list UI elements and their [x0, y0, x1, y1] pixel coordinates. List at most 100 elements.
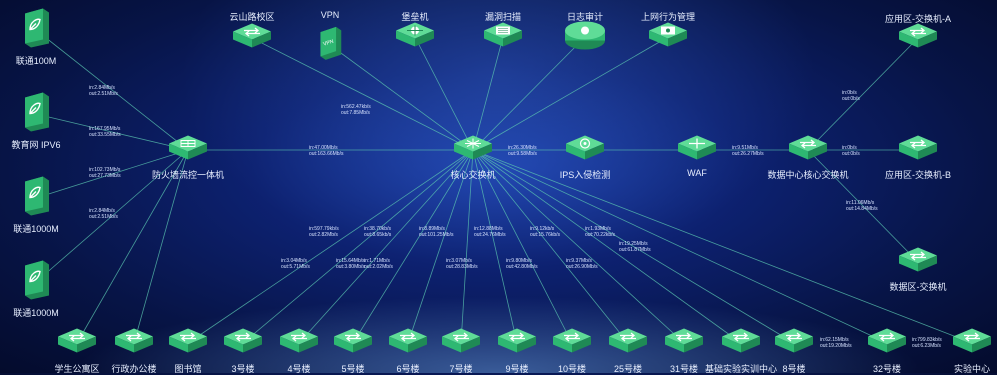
- isp-label: 联通100M: [15, 56, 57, 66]
- network-node[interactable]: [388, 328, 428, 359]
- network-node[interactable]: [483, 22, 523, 53]
- traffic-in: in:1.93Mb/s: [585, 226, 611, 232]
- switch-icon: [389, 328, 427, 353]
- link-line: [35, 149, 189, 283]
- top-node-label: 堡垒机: [401, 12, 429, 22]
- switch-icon: [899, 135, 937, 160]
- link-line: [472, 149, 573, 344]
- link-line: [329, 44, 474, 151]
- leaf-icon: [25, 260, 49, 300]
- network-node[interactable]: [232, 23, 272, 54]
- traffic-out: out:2.82Mb/s: [309, 232, 338, 238]
- building-label: 行政办公楼: [111, 364, 157, 374]
- network-node[interactable]: [168, 328, 208, 359]
- svg-text:VPN: VPN: [322, 39, 334, 48]
- building-label: 32号楼: [872, 364, 902, 374]
- network-node[interactable]: [563, 19, 607, 56]
- network-node[interactable]: [721, 328, 761, 359]
- scanner-icon: [484, 22, 522, 47]
- network-node[interactable]: [21, 176, 51, 221]
- network-node[interactable]: [648, 22, 688, 53]
- network-node[interactable]: [279, 328, 319, 359]
- network-node[interactable]: [223, 328, 263, 359]
- switch-icon: [498, 328, 536, 353]
- link-line: [472, 149, 888, 344]
- link-line: [407, 149, 474, 344]
- traffic-out: out:61.87Mb/s: [619, 247, 651, 253]
- network-node[interactable]: [21, 92, 51, 137]
- network-node[interactable]: [497, 328, 537, 359]
- traffic-in: in:12.88Mb/s: [474, 226, 503, 232]
- network-node[interactable]: [565, 135, 605, 166]
- link-line: [472, 36, 669, 151]
- traffic-in: in:9.80Mb/s: [506, 258, 532, 264]
- building-label: 4号楼: [287, 364, 311, 374]
- link-line: [35, 149, 189, 199]
- dc-core-label: 数据中心核心交换机: [767, 170, 849, 180]
- network-node[interactable]: [677, 135, 717, 166]
- traffic-out: out:19.20Mb/s: [820, 343, 852, 349]
- traffic-in: in:9.51Mb/s: [732, 145, 758, 151]
- core-label: 核心交换机: [450, 170, 496, 180]
- network-node[interactable]: [333, 328, 373, 359]
- link-line: [472, 149, 685, 344]
- network-node[interactable]: [21, 8, 51, 53]
- switch-icon: [953, 328, 991, 353]
- network-node[interactable]: [898, 135, 938, 166]
- traffic-out: out:163.66Mb/s: [309, 151, 344, 157]
- traffic-out: out:26.90Mb/s: [566, 264, 598, 270]
- switch-icon: [789, 135, 827, 160]
- link-line: [76, 149, 189, 344]
- switch-icon: [233, 23, 271, 48]
- building-label: 10号楼: [557, 364, 587, 374]
- switch-icon: [665, 328, 703, 353]
- network-node[interactable]: [21, 260, 51, 305]
- network-node[interactable]: VPN: [317, 24, 343, 67]
- network-node[interactable]: [114, 328, 154, 359]
- network-node[interactable]: [664, 328, 704, 359]
- traffic-in: in:47.00Mb/s: [309, 145, 338, 151]
- network-node[interactable]: [774, 328, 814, 359]
- network-node[interactable]: [867, 328, 907, 359]
- network-node[interactable]: [168, 135, 208, 166]
- network-node[interactable]: [898, 247, 938, 278]
- traffic-out: out:33.55Mb/s: [89, 132, 121, 138]
- db-zone-label: 数据区-交换机: [889, 282, 947, 292]
- network-node[interactable]: [608, 328, 648, 359]
- switch-icon: [899, 247, 937, 272]
- network-node[interactable]: [57, 328, 97, 359]
- traffic-out: out:2.51Mb/s: [89, 91, 118, 97]
- top-node-label: 云山路校区: [229, 12, 275, 22]
- network-node[interactable]: [952, 328, 992, 359]
- ips-label: IPS入侵检测: [559, 170, 611, 180]
- bastion-host-icon: [396, 22, 434, 47]
- link-line: [298, 149, 474, 344]
- network-node[interactable]: [453, 135, 493, 166]
- traffic-out: out:5.71Mb/s: [281, 264, 310, 270]
- traffic-out: out:6.23Mb/s: [912, 343, 941, 349]
- leaf-icon: [25, 92, 49, 132]
- traffic-in: in:562.47kb/s: [341, 104, 371, 110]
- network-node[interactable]: [395, 22, 435, 53]
- building-label: 25号楼: [613, 364, 643, 374]
- behavior-mgmt-icon: [649, 22, 687, 47]
- traffic-in: in:0b/s: [842, 90, 857, 96]
- network-node[interactable]: [788, 135, 828, 166]
- switch-icon: [775, 328, 813, 353]
- network-node[interactable]: [552, 328, 592, 359]
- traffic-in: in:597.79kb/s: [309, 226, 339, 232]
- network-node[interactable]: [898, 23, 938, 54]
- app-b-label: 应用区-交换机-B: [885, 170, 951, 180]
- switch-icon: [224, 328, 262, 353]
- network-node[interactable]: [441, 328, 481, 359]
